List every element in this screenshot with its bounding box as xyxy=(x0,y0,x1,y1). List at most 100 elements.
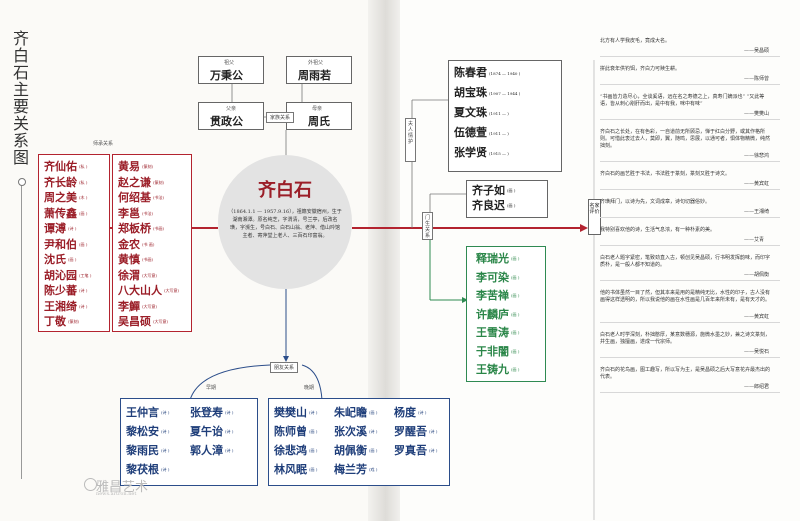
spouses-label: 夫人情护 xyxy=(405,118,416,162)
teacher-item: 尹和伯(画 ) xyxy=(44,237,88,251)
review-divider xyxy=(600,245,780,246)
friend-item: 张登寿(诗 ) xyxy=(190,406,234,419)
center-name: 齐白石 xyxy=(258,180,312,201)
spouse-item: 陈春君(1874 — 1940 ) xyxy=(454,66,521,79)
review-quote: 拼此衰年供钓饵，齐白力可赎生耕。 xyxy=(600,66,681,72)
friend-item: 杨度(诗 ) xyxy=(394,406,427,419)
mother-role: 母亲 xyxy=(312,106,323,112)
teacher-item: 齐仙佑(私 ) xyxy=(44,160,88,173)
review-source: ——徐悲鸿 xyxy=(744,153,770,159)
friends-late-label: 晚期 xyxy=(304,385,315,391)
review-quote: 齐白石之长处，在有色彩，一自道前无所顾忌，惮于红白分野，或其作格所则。可惜此衷过… xyxy=(600,129,771,149)
review-quote: 齐白石的画艺胜于书法，书法胜于篆刻，篆刻又胜于诗文。 xyxy=(600,171,731,177)
spouse-item: 伍德萱(1911 — ) xyxy=(454,126,509,139)
teacher-item: 李鱓(大写意) xyxy=(118,299,158,313)
son-item: 齐良迟(画 ) xyxy=(472,199,516,212)
sons-box xyxy=(466,180,548,218)
review-divider xyxy=(600,119,780,120)
grandfather-name: 万秉公 xyxy=(210,69,243,82)
watermark-site: 雅昌艺术 xyxy=(96,480,149,495)
students-label: 门生关系 xyxy=(422,212,433,240)
student-item: 李可染(画 ) xyxy=(476,270,520,284)
title-timeline-dot xyxy=(18,178,26,186)
review-quote: 北方有人学我皮毛，竟成大名。 xyxy=(600,38,671,44)
maternal-grandfather-role: 外祖父 xyxy=(308,60,324,66)
spouse-item: 夏文珠(1911 — ) xyxy=(454,106,509,119)
review-source: ——王湘绮 xyxy=(744,209,770,215)
spouse-item: 张学贤(1915 — ) xyxy=(454,146,509,159)
friend-item: 罗真吾(诗 ) xyxy=(394,444,438,457)
teacher-item: 吴昌硕(大写意) xyxy=(118,315,169,328)
title-timeline xyxy=(21,179,22,479)
teacher-item: 陈少蕃(诗 ) xyxy=(44,284,88,297)
teacher-item: 徐渭(大写意) xyxy=(118,268,158,282)
friends-label: 朋友关系 xyxy=(270,362,299,373)
friend-item: 张次溪(诗 ) xyxy=(334,425,378,438)
friend-item: 王仲言(诗 ) xyxy=(126,406,170,419)
review-divider xyxy=(600,56,780,57)
students-box xyxy=(466,246,546,382)
teacher-item: 赵之谦(篆刻) xyxy=(118,175,165,189)
friends-early-box xyxy=(120,398,258,486)
father-name: 贯政公 xyxy=(210,115,243,128)
son-item: 齐子如(画 ) xyxy=(472,184,516,197)
center-description: （1864.1.1 — 1957.9.16），祖籍安徽宿州，生于湖南湘潭。原名纯… xyxy=(228,209,342,239)
teacher-item: 八大山人(大写意) xyxy=(118,284,180,297)
center-circle xyxy=(218,155,352,289)
review-source: ——黄宾虹 xyxy=(744,181,770,187)
friend-item: 林风眠(画 ) xyxy=(274,463,318,476)
review-divider xyxy=(600,217,780,218)
teacher-item: 谭溥(诗 ) xyxy=(44,222,77,235)
teachers-label: 师承关系 xyxy=(93,141,114,147)
friend-item: 郭人漳(诗 ) xyxy=(190,444,234,457)
friend-item: 胡佩衡(画 ) xyxy=(334,444,378,457)
teachers-left-box xyxy=(38,154,110,332)
friend-item: 黎松安(诗 ) xyxy=(126,425,170,438)
teacher-item: 李邕(书法) xyxy=(118,206,154,220)
teacher-item: 王湘绮(诗 ) xyxy=(44,299,88,313)
review-source: ——郎绍君 xyxy=(744,384,770,390)
student-item: 释瑞光(画 ) xyxy=(476,252,520,265)
review-quote: 齐璜拜门，以诗为先，文词成章，诗句切器俗妙。 xyxy=(600,199,711,205)
student-item: 王铸九(画 ) xyxy=(476,363,520,376)
teacher-item: 齐长龄(私 ) xyxy=(44,175,88,189)
review-source: ——吴悦石 xyxy=(744,349,770,355)
student-item: 许麟庐(画 ) xyxy=(476,307,520,321)
review-divider xyxy=(600,84,780,85)
grandfather-box xyxy=(198,56,264,84)
review-divider xyxy=(600,189,780,190)
teacher-item: 黄慎(书画) xyxy=(118,253,154,266)
friend-item: 樊樊山(诗 ) xyxy=(274,406,318,419)
teacher-item: 沈氏(画 ) xyxy=(44,253,77,266)
teachers-right-box xyxy=(112,154,192,332)
review-quote: 他的书体虽然一目了然，但其本来是用的是精纯无比，水性的印子，古人没有画得这样透明… xyxy=(600,290,771,303)
review-source: ——樊樊山 xyxy=(744,111,770,117)
teacher-item: 郑板桥(书画) xyxy=(118,222,165,235)
watermark-logo-icon xyxy=(84,478,97,491)
maternal-grandfather-box xyxy=(286,56,352,84)
spouses-box xyxy=(448,60,562,172)
friend-item: 梅兰芳(戏 ) xyxy=(334,463,378,476)
review-divider xyxy=(600,357,780,358)
friends-early-label: 早期 xyxy=(206,385,217,391)
friend-item: 罗醒吾(诗 ) xyxy=(394,425,438,438)
review-quote: 齐白石的花鸟画，图工趣写，所以写为主，是吴昌硕之后大写意花卉最杰出的代表。 xyxy=(600,367,771,380)
review-source: ——陈师曾 xyxy=(744,76,770,82)
review-quote: 白石老人题字紧密，笔致劲直入古，顿创见吴昌硕，行书明发挥韵味，而印字质朴，是一般… xyxy=(600,255,771,268)
review-divider xyxy=(600,161,780,162)
family-label: 家族关系 xyxy=(266,112,295,123)
teacher-item: 金农(书 画) xyxy=(118,237,155,251)
review-divider xyxy=(600,322,780,323)
review-quote: “书画皆力造尽心，全谈奚语，远在名之寿德之上，真寿门嫡派也” “又此等语，皆从刺… xyxy=(600,94,765,107)
father-box xyxy=(198,102,264,130)
teacher-item: 黄易(篆刻) xyxy=(118,160,154,173)
teacher-item: 丁敬(篆刻) xyxy=(44,315,80,328)
mother-name: 周氏 xyxy=(308,115,330,128)
review-quote: 白石老人时学深刻，朴拙憨厚，某意数穗源，施微水墨之妙，兼之诗文篆刻，并生画，独擅… xyxy=(600,332,771,345)
teacher-item: 周之美(木 ) xyxy=(44,191,88,204)
friends-late-box xyxy=(268,398,450,486)
watermark-url: news.artron.net xyxy=(96,491,137,497)
review-quote: 我特别喜欢他的诗，生活气息浓，有一种朴素的美。 xyxy=(600,227,716,233)
friend-item: 徐悲鸿(画 ) xyxy=(274,444,318,457)
